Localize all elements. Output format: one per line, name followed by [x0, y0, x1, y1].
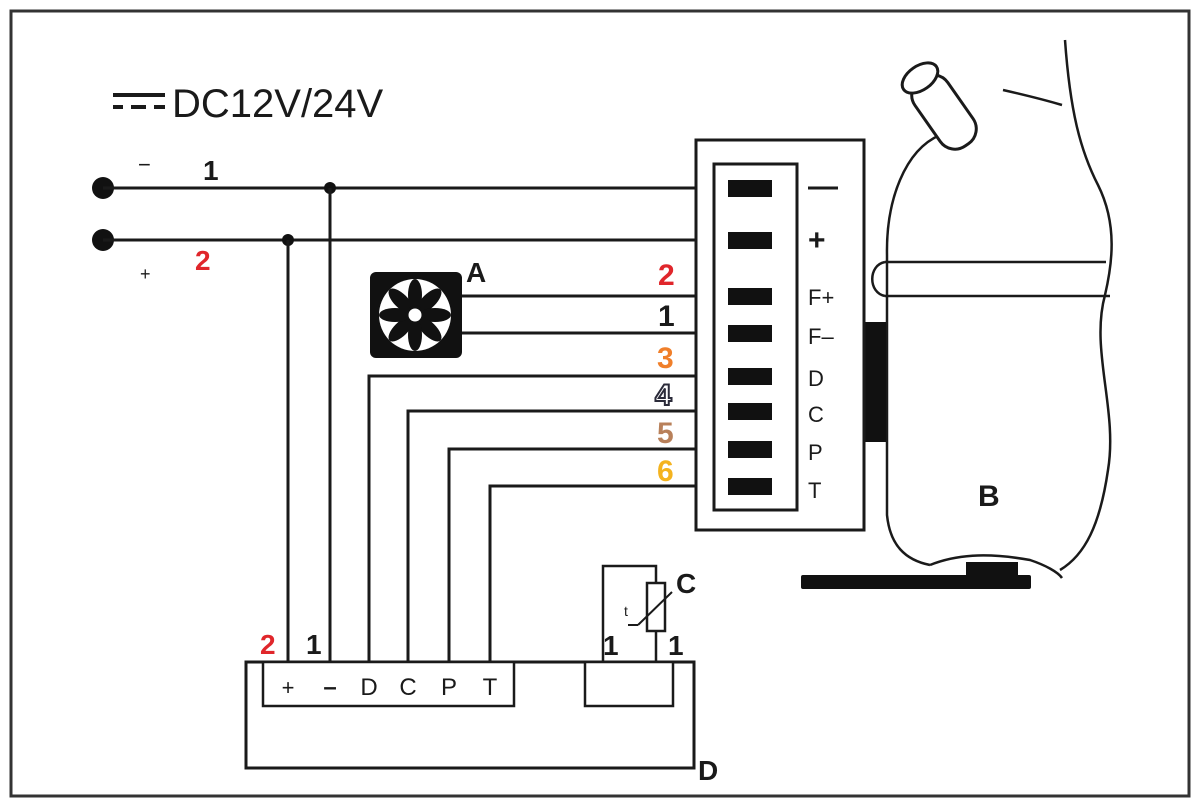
- wire-number-ctrl-minus: 1: [306, 629, 322, 660]
- compressor-terminal-block: [694, 138, 866, 532]
- sensor-label: C: [676, 568, 696, 599]
- supply-plus-sign: +: [140, 264, 151, 284]
- pin-d: [728, 368, 772, 385]
- controller-terminal-d: D: [360, 674, 377, 701]
- controller-box: [244, 660, 696, 770]
- wire-t: [488, 484, 728, 662]
- supply-minus-sign: −: [138, 152, 151, 177]
- wire-number-fan-minus: 1: [658, 300, 675, 333]
- wire-number-fan-plus: 2: [658, 259, 675, 292]
- controller-terminal-labels: + – D C P T: [282, 674, 498, 701]
- pin-plus: [728, 232, 772, 249]
- wire-number-sensor-right: 1: [668, 630, 684, 661]
- pin-minus: [728, 180, 772, 197]
- wire-number-supply-minus: 1: [203, 155, 219, 186]
- compressor-label: B: [978, 480, 1000, 513]
- wire-c: [406, 409, 728, 662]
- terminal-label-p: P: [808, 440, 823, 465]
- wire-number-d: 3: [657, 342, 674, 375]
- compressor-icon: [801, 39, 1113, 589]
- wire-number-c: 4: [655, 379, 672, 412]
- terminal-label-minus: —: [808, 170, 838, 203]
- supply-voltage-label: DC12V/24V: [172, 82, 384, 126]
- diagram-frame: [9, 9, 1191, 798]
- wire-number-t: 6: [657, 455, 674, 488]
- fan-label: A: [466, 257, 486, 288]
- fan-icon: [370, 272, 462, 358]
- wire-number-supply-plus: 2: [195, 245, 211, 276]
- pin-fminus: [728, 325, 772, 342]
- sensor-t-label: t: [624, 603, 628, 619]
- wire-number-ctrl-plus: 2: [260, 629, 276, 660]
- controller-label: D: [698, 755, 718, 786]
- controller-terminal-c: C: [399, 674, 416, 701]
- terminal-label-fminus: F–: [808, 324, 834, 349]
- pin-t: [728, 478, 772, 495]
- controller-terminal-p: P: [441, 674, 457, 701]
- dc-symbol-icon: [113, 93, 165, 109]
- terminal-label-d: D: [808, 366, 824, 391]
- controller-terminal-plus: +: [282, 675, 295, 700]
- controller-terminal-minus: –: [323, 674, 336, 701]
- wire-d: [367, 374, 728, 662]
- terminal-label-c: C: [808, 402, 824, 427]
- pin-c: [728, 403, 772, 420]
- terminal-label-fplus: F+: [808, 285, 834, 310]
- terminal-label-t: T: [808, 478, 821, 503]
- temperature-sensor-icon: [601, 564, 673, 662]
- terminal-pins: [728, 180, 772, 495]
- pin-fplus: [728, 288, 772, 305]
- wire-number-p: 5: [657, 417, 674, 450]
- pin-p: [728, 441, 772, 458]
- wire-p: [447, 447, 728, 662]
- terminal-label-plus: +: [808, 224, 826, 257]
- wire-number-sensor-left: 1: [603, 630, 619, 661]
- controller-terminal-t: T: [483, 674, 498, 701]
